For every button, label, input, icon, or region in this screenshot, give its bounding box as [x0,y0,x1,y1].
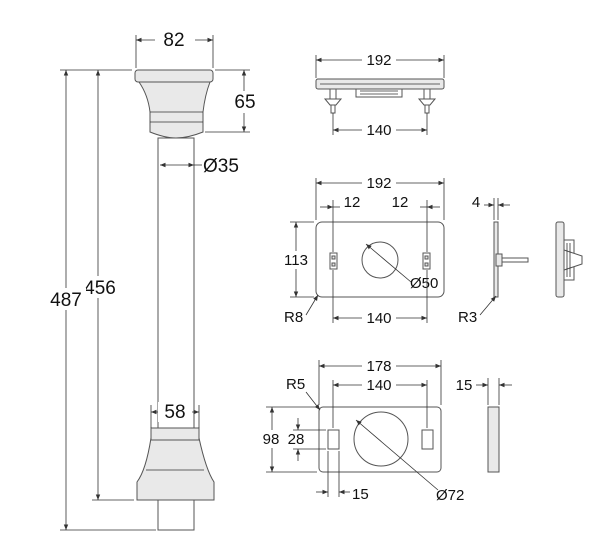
floor-plate-radius-label: R5 [286,376,305,393]
floor-plate-height-label: 98 [263,431,280,448]
leg-total-height-label: 487 [50,290,82,311]
leg-top-width-label: 82 [163,30,184,51]
wall-plate-hole [361,241,399,279]
wall-plate-height-label: 113 [284,252,308,269]
floor-plate-side-view: 15 [456,377,512,473]
wall-plate-hole-offset-left-label: 12 [344,194,361,211]
floor-plate-width-label: 178 [366,358,391,375]
wall-plate-width-label: 192 [366,175,391,192]
floor-plate-thickness-label: 15 [456,377,473,394]
leg-upper-collar [138,81,211,139]
leg-inner-height-label: 456 [84,278,116,299]
floor-plate-slot-width-label: 15 [352,486,369,503]
leg-top-flange [134,69,214,83]
top-view-width-label: 192 [366,52,391,69]
wall-plate-radius-label: R8 [284,309,303,326]
floor-plate-slot-spacing-label: 140 [366,377,391,394]
leg-tube [157,137,195,429]
wall-plate-hole-diameter-label: Ø50 [410,275,438,292]
top-view-pin-spacing-label: 140 [366,122,391,139]
leg-foot-width-label: 58 [164,402,185,423]
side-view-radius-label: R3 [458,309,477,326]
floor-plate-slot-height-label: 28 [288,431,305,448]
bracket-section-view [555,221,583,298]
side-view-thickness-label: 4 [472,194,480,211]
floor-plate-hole-diameter-label: Ø72 [436,487,464,504]
wall-plate-side-view: 4 R3 [458,194,529,326]
wall-plate-front: 192 12 12 113 Ø50 R8 140 [282,174,445,327]
leg-collar-height-label: 65 [234,92,255,113]
leg-spigot [157,499,195,531]
leg-foot [136,437,215,501]
leg-drawing: 82 65 Ø35 58 456 487 [46,28,258,531]
wall-plate-slot-spacing-label: 140 [366,310,391,327]
bracket-top-view: 192 140 [315,51,445,139]
wall-plate-hole-offset-right-label: 12 [392,194,409,211]
floor-plate-front: 178 140 R5 98 28 15 Ø72 [262,357,464,504]
leg-tube-diameter-label: Ø35 [203,156,239,177]
